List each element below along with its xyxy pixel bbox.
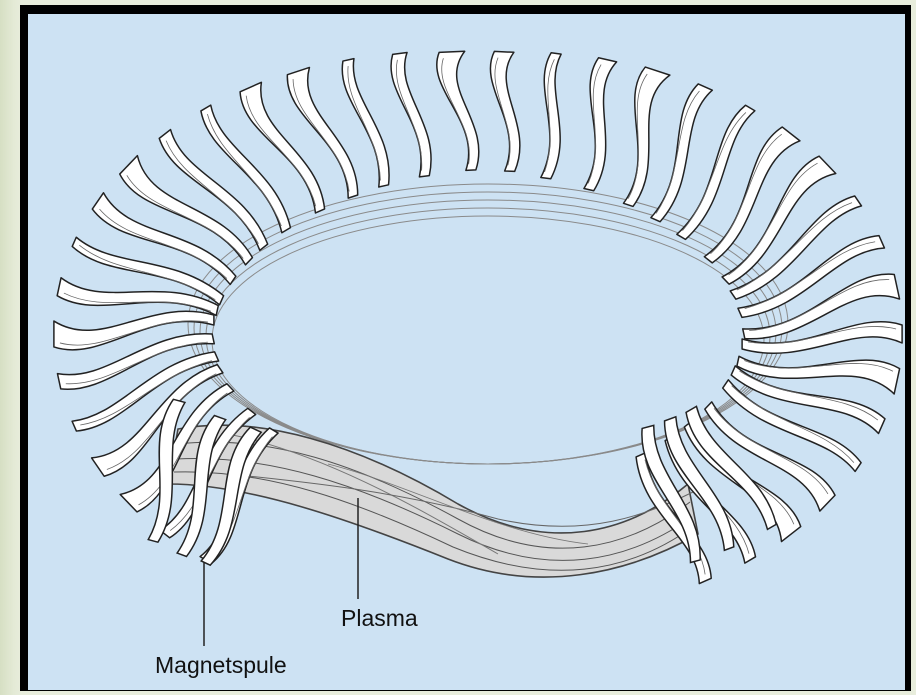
magnet-coil <box>237 78 328 222</box>
stellarator-diagram: Plasma Magnetspule <box>28 14 905 690</box>
magnet-coil-label: Magnetspule <box>155 654 287 677</box>
magnet-coil <box>531 52 572 179</box>
stellarator-illustration <box>28 14 905 690</box>
magnet-coil <box>600 66 679 207</box>
plasma-label: Plasma <box>341 607 418 630</box>
magnet-coil <box>486 51 524 171</box>
magnet-coil <box>567 57 627 192</box>
magnet-coil <box>389 51 434 179</box>
magnet-coil <box>436 51 479 172</box>
